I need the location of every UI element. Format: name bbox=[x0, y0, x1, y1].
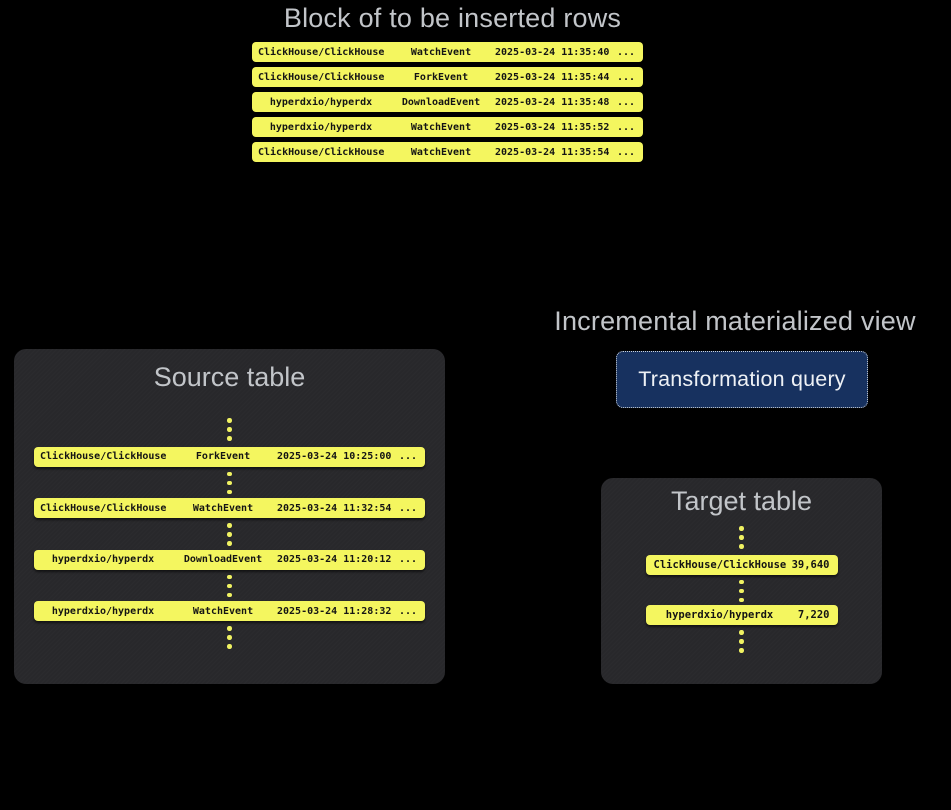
source-table-panel: Source table ClickHouse/ClickHouse ForkE… bbox=[14, 349, 445, 684]
insert-row: hyperdxio/hyperdx WatchEvent 2025-03-24 … bbox=[252, 117, 643, 137]
timestamp-cell: 2025-03-24 11:35:48 bbox=[495, 96, 610, 108]
timestamp-cell: 2025-03-24 11:35:44 bbox=[495, 71, 610, 83]
timestamp-cell: 2025-03-24 11:28:32 bbox=[277, 605, 392, 617]
ellipsis-cell: ... bbox=[398, 502, 417, 514]
repo-cell: ClickHouse/ClickHouse bbox=[40, 451, 167, 462]
insert-row: hyperdxio/hyperdx DownloadEvent 2025-03-… bbox=[252, 92, 643, 112]
insert-row: ClickHouse/ClickHouse WatchEvent 2025-03… bbox=[252, 42, 643, 62]
target-table-panel: Target table ClickHouse/ClickHouse 39,64… bbox=[601, 478, 882, 684]
repo-cell: hyperdxio/hyperdx bbox=[51, 554, 155, 565]
event-cell: WatchEvent bbox=[410, 46, 472, 58]
dots-separator bbox=[227, 574, 232, 597]
count-cell: 39,640 bbox=[791, 558, 830, 571]
dots-separator bbox=[227, 523, 232, 546]
event-cell: ForkEvent bbox=[413, 71, 469, 83]
source-row: hyperdxio/hyperdx DownloadEvent 2025-03-… bbox=[34, 549, 425, 570]
repo-cell: ClickHouse/ClickHouse bbox=[258, 46, 385, 58]
timestamp-cell: 2025-03-24 11:35:52 bbox=[495, 121, 610, 133]
source-row: ClickHouse/ClickHouse ForkEvent 2025-03-… bbox=[34, 446, 425, 467]
repo-cell: hyperdxio/hyperdx bbox=[269, 96, 373, 108]
ellipsis-cell: ... bbox=[616, 146, 635, 158]
source-row: hyperdxio/hyperdx WatchEvent 2025-03-24 … bbox=[34, 601, 425, 621]
insert-block-title: Block of to be inserted rows bbox=[283, 3, 622, 33]
event-cell: ForkEvent bbox=[195, 451, 251, 462]
source-row: ClickHouse/ClickHouse WatchEvent 2025-03… bbox=[34, 498, 425, 518]
ellipsis-cell: ... bbox=[398, 605, 417, 617]
transformation-query-node: Transformation query bbox=[616, 351, 868, 408]
ellipsis-cell: ... bbox=[616, 71, 635, 83]
repo-cell: ClickHouse/ClickHouse bbox=[40, 502, 167, 514]
dots-separator bbox=[227, 418, 232, 441]
timestamp-cell: 2025-03-24 11:35:40 bbox=[495, 46, 610, 58]
ellipsis-cell: ... bbox=[616, 96, 635, 108]
timestamp-cell: 2025-03-24 10:25:00 bbox=[277, 451, 392, 462]
timestamp-cell: 2025-03-24 11:20:12 bbox=[277, 554, 392, 565]
event-cell: DownloadEvent bbox=[183, 554, 263, 565]
count-cell: 7,220 bbox=[797, 609, 830, 621]
repo-cell: ClickHouse/ClickHouse bbox=[258, 71, 385, 83]
event-cell: DownloadEvent bbox=[401, 96, 481, 108]
source-table-title: Source table bbox=[153, 362, 306, 392]
insert-block: ClickHouse/ClickHouse WatchEvent 2025-03… bbox=[252, 42, 643, 162]
dots-separator bbox=[227, 471, 232, 494]
repo-cell: ClickHouse/ClickHouse bbox=[653, 558, 787, 571]
ellipsis-cell: ... bbox=[398, 554, 417, 565]
materialized-view-title: Incremental materialized view bbox=[554, 306, 916, 336]
transformation-query-label: Transformation query bbox=[638, 367, 846, 391]
ellipsis-cell: ... bbox=[398, 451, 417, 462]
ellipsis-cell: ... bbox=[616, 121, 635, 133]
repo-cell: hyperdxio/hyperdx bbox=[51, 605, 155, 617]
repo-cell: hyperdxio/hyperdx bbox=[269, 121, 373, 133]
dots-separator bbox=[227, 626, 232, 649]
event-cell: WatchEvent bbox=[410, 121, 472, 133]
event-cell: WatchEvent bbox=[192, 605, 254, 617]
repo-cell: hyperdxio/hyperdx bbox=[665, 609, 774, 621]
insert-row: ClickHouse/ClickHouse ForkEvent 2025-03-… bbox=[252, 67, 643, 87]
dots-separator bbox=[739, 630, 744, 653]
target-table-title: Target table bbox=[670, 486, 813, 516]
repo-cell: ClickHouse/ClickHouse bbox=[258, 146, 385, 158]
target-row: ClickHouse/ClickHouse 39,640 bbox=[645, 554, 838, 575]
timestamp-cell: 2025-03-24 11:35:54 bbox=[495, 146, 610, 158]
insert-row: ClickHouse/ClickHouse WatchEvent 2025-03… bbox=[252, 142, 643, 162]
event-cell: WatchEvent bbox=[192, 502, 254, 514]
ellipsis-cell: ... bbox=[616, 46, 635, 58]
timestamp-cell: 2025-03-24 11:32:54 bbox=[277, 502, 392, 514]
event-cell: WatchEvent bbox=[410, 146, 472, 158]
dots-separator bbox=[739, 526, 744, 549]
dots-separator bbox=[739, 579, 744, 602]
target-row: hyperdxio/hyperdx 7,220 bbox=[645, 605, 838, 625]
